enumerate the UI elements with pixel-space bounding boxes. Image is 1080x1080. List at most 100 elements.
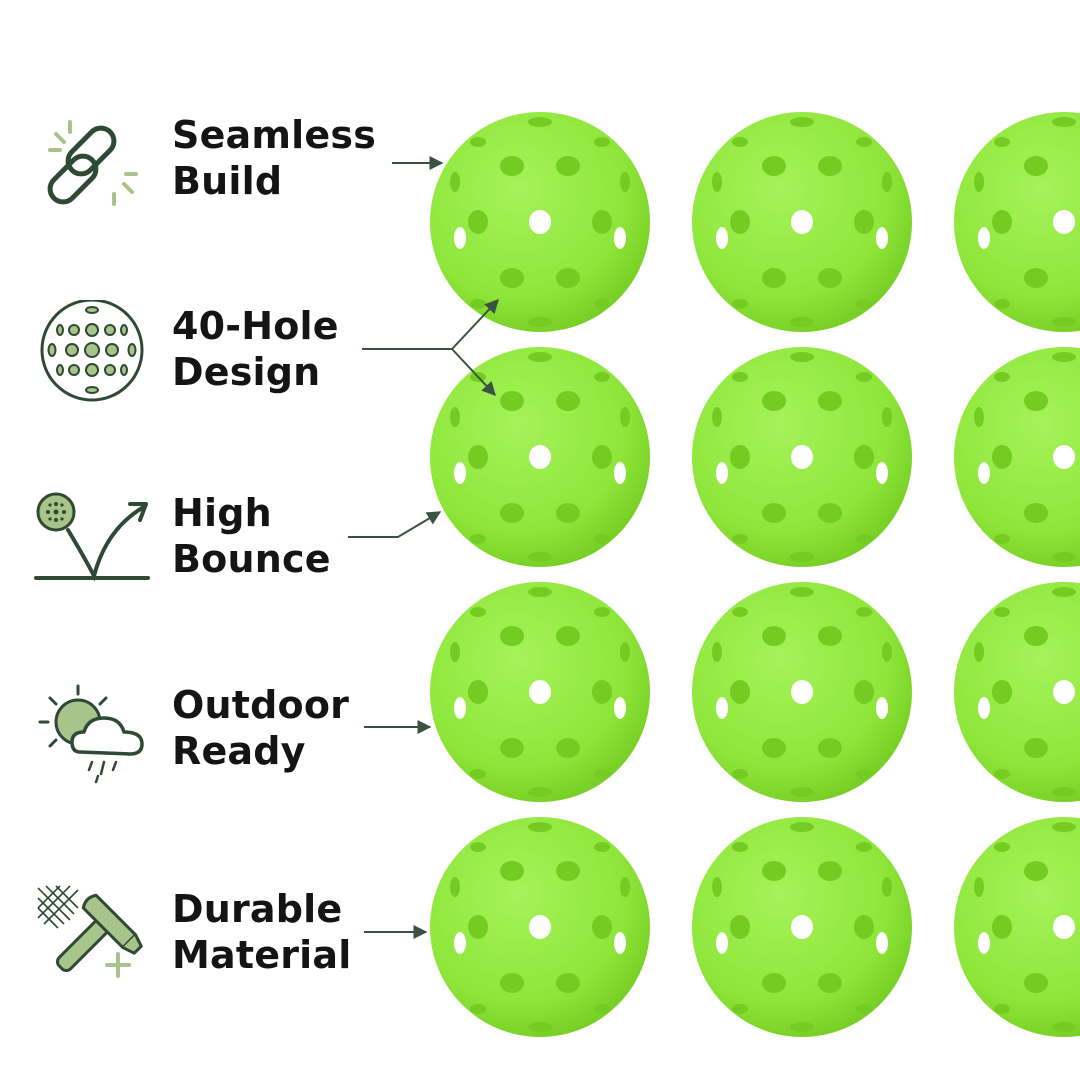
pickleball-hole xyxy=(1052,587,1076,597)
pickleball-hole xyxy=(529,680,551,704)
pickleball-hole xyxy=(528,822,552,832)
pickleball-hole xyxy=(876,462,888,484)
pickleball xyxy=(954,347,1080,567)
pickleball-hole xyxy=(614,227,626,249)
pickleball xyxy=(430,112,650,332)
pickleball-hole xyxy=(732,842,748,852)
pickleball-hole xyxy=(594,842,610,852)
pickleball-hole xyxy=(470,299,486,309)
pickleball-hole xyxy=(1024,391,1048,411)
pickleball-hole xyxy=(594,1004,610,1014)
pickleball-hole xyxy=(818,861,842,881)
pickleball-hole xyxy=(818,626,842,646)
pickleball-hole xyxy=(614,932,626,954)
pickleball xyxy=(954,817,1080,1037)
pickleball-hole xyxy=(994,299,1010,309)
pickleball-hole xyxy=(468,210,488,234)
feature-label: Seamless Build xyxy=(172,112,376,204)
feature-durable-material: Durable Material xyxy=(0,880,430,990)
pickleball-hole xyxy=(856,769,872,779)
pickleball-hole xyxy=(1024,268,1048,288)
pickleball-hole xyxy=(732,372,748,382)
pickleball-hole xyxy=(994,534,1010,544)
pickleball-hole xyxy=(556,156,580,176)
pickleball xyxy=(692,817,912,1037)
pickleball-hole xyxy=(450,642,460,662)
pickleball-hole xyxy=(712,642,722,662)
feature-high-bounce: High Bounce xyxy=(0,490,430,600)
pickleball-hole xyxy=(732,769,748,779)
pickleball-hole xyxy=(468,445,488,469)
pickleball-hole xyxy=(1024,973,1048,993)
pickleball-hole xyxy=(556,503,580,523)
pickleball-hole xyxy=(762,973,786,993)
pickleball-hole xyxy=(556,268,580,288)
pickleball-hole xyxy=(978,227,990,249)
pickleball-hole xyxy=(556,391,580,411)
pickleball-hole xyxy=(790,117,814,127)
pickleball-hole xyxy=(818,268,842,288)
feature-label-line1: Seamless xyxy=(172,113,377,157)
pickleball-hole xyxy=(992,680,1012,704)
pickleball-hole xyxy=(854,210,874,234)
pickleball-hole xyxy=(856,842,872,852)
pickleball-hole xyxy=(994,769,1010,779)
pickleball xyxy=(692,347,912,567)
pickleball-hole xyxy=(762,861,786,881)
pickleball xyxy=(430,582,650,802)
pickleball-hole xyxy=(450,877,460,897)
pickleball-hole xyxy=(791,445,813,469)
pickleball-hole xyxy=(854,680,874,704)
chain-link-icon xyxy=(34,112,150,222)
pickleball-hole xyxy=(594,299,610,309)
pickleball-hole xyxy=(712,877,722,897)
pickleball-hole xyxy=(528,552,552,562)
pickleball-hole xyxy=(500,391,524,411)
pickleball-hole xyxy=(1052,317,1076,327)
feature-label: 40-Hole Design xyxy=(172,303,339,395)
pickleball-body xyxy=(954,582,1080,802)
pickleball-hole xyxy=(716,227,728,249)
feature-label: High Bounce xyxy=(172,490,331,582)
pickleball-hole xyxy=(730,915,750,939)
pickleball-hole xyxy=(500,268,524,288)
pickleball-body xyxy=(954,112,1080,332)
pickleball-hole xyxy=(732,1004,748,1014)
pickleball-hole xyxy=(1053,915,1075,939)
pickleball-hole xyxy=(1052,1022,1076,1032)
pickleball-hole xyxy=(594,769,610,779)
pickleball-hole xyxy=(818,973,842,993)
pickleball-hole xyxy=(529,210,551,234)
pickleball-hole xyxy=(876,932,888,954)
weather-cloud-icon xyxy=(34,680,150,790)
pickleball-hole xyxy=(730,680,750,704)
pickleball-hole xyxy=(1053,680,1075,704)
pickleball-hole xyxy=(974,877,984,897)
pickleball-hole xyxy=(791,680,813,704)
pickleball-hole xyxy=(528,587,552,597)
pickleball-hole xyxy=(529,445,551,469)
pickleball-hole xyxy=(468,915,488,939)
pickleball-hole xyxy=(790,352,814,362)
pickleball-hole xyxy=(556,626,580,646)
pickleball-hole xyxy=(790,787,814,797)
pickleball-hole xyxy=(791,210,813,234)
pickleball-hole xyxy=(450,172,460,192)
pickleball-hole xyxy=(790,552,814,562)
pickleball-hole xyxy=(732,137,748,147)
pickleball-hole xyxy=(1024,503,1048,523)
pickleball-hole xyxy=(790,1022,814,1032)
pickleball xyxy=(430,347,650,567)
pickleball-hole xyxy=(716,932,728,954)
pickleball xyxy=(954,112,1080,332)
pickleball-hole xyxy=(856,1004,872,1014)
pickleball-hole xyxy=(468,680,488,704)
pickleball-hole xyxy=(592,445,612,469)
pickleball xyxy=(692,582,912,802)
pickleball-hole xyxy=(592,210,612,234)
pickleball-hole xyxy=(1052,822,1076,832)
feature-label: Durable Material xyxy=(172,886,351,978)
pickleball-hole xyxy=(1052,117,1076,127)
pickleball-hole xyxy=(992,210,1012,234)
